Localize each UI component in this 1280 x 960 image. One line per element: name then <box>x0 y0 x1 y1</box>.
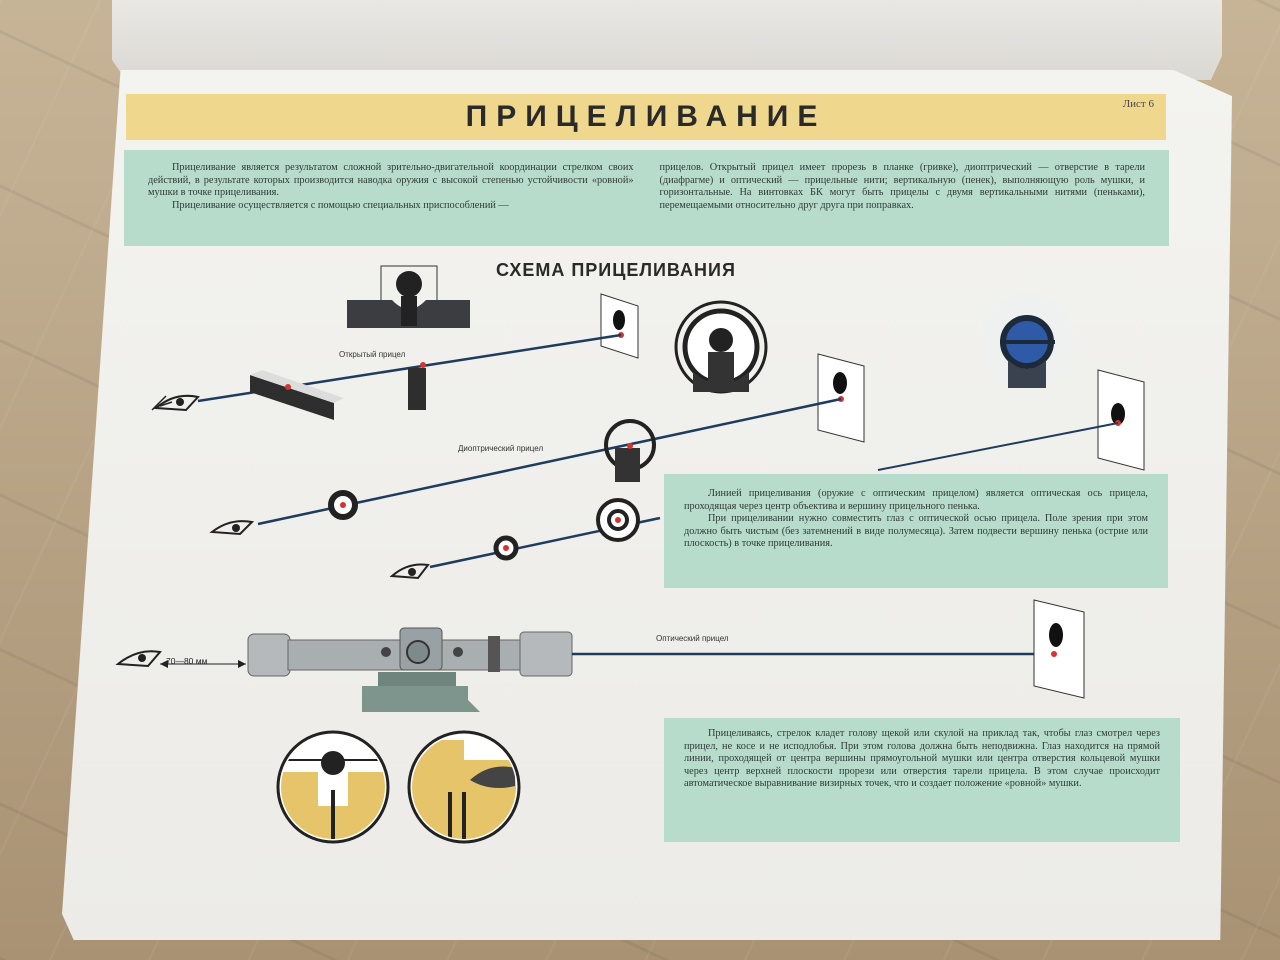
poster-title: ПРИЦЕЛИВАНИЕ <box>465 100 827 133</box>
label-optical-sight: Оптический прицел <box>656 634 729 643</box>
open-sight-aim-view <box>276 730 390 844</box>
label-distance: 70—80 мм <box>166 656 208 666</box>
diopter-sight-scheme <box>209 397 842 536</box>
paper-back-sheet <box>112 0 1222 80</box>
head-position-panel: Прицеливаясь, стрелок кладет голову щеко… <box>664 718 1180 842</box>
scheme-title: СХЕМА ПРИЦЕЛИВАНИЯ <box>496 260 736 280</box>
diopter-ring-view <box>674 300 768 394</box>
intro-paragraph-1: Прицеливание является результатом сложно… <box>148 162 634 199</box>
target-optical <box>1033 599 1085 699</box>
target-line-of-sight <box>877 369 1145 471</box>
intro-paragraph-3: прицелов. Открытый прицел имеет прорезь … <box>659 162 1146 211</box>
ring-sight-scheme <box>389 498 661 580</box>
line-of-sight-paragraph-2: При прицеливании нужно совместить глаз с… <box>684 513 1148 550</box>
head-position-paragraph: Прицеливаясь, стрелок кладет голову щеко… <box>684 728 1160 790</box>
title-bar: ПРИЦЕЛИВАНИЕ Лист 6 <box>126 94 1166 140</box>
optical-reticle-view <box>980 293 1074 388</box>
target-open-sight <box>600 293 639 359</box>
line-of-sight-paragraph-1: Линией прицеливания (оружие с оптическим… <box>684 488 1148 512</box>
optical-aim-view <box>407 730 521 844</box>
target-diopter <box>817 353 865 443</box>
open-sight-scheme <box>151 333 622 420</box>
label-open-sight: Открытый прицел <box>339 350 406 359</box>
optical-sight-scheme <box>115 627 1054 712</box>
sheet-number: Лист 6 <box>1122 98 1154 110</box>
intro-right-column: прицелов. Открытый прицел имеет прорезь … <box>660 162 1146 234</box>
intro-panel: Прицеливание является результатом сложно… <box>124 150 1169 246</box>
label-diopter-sight: Диоптрический прицел <box>458 444 544 453</box>
intro-paragraph-2: Прицеливание осуществляется с помощью сп… <box>172 199 509 211</box>
intro-left-column: Прицеливание является результатом сложно… <box>148 162 634 234</box>
open-sight-rear-view <box>347 265 470 328</box>
line-of-sight-panel: Линией прицеливания (оружие с оптическим… <box>664 474 1168 588</box>
